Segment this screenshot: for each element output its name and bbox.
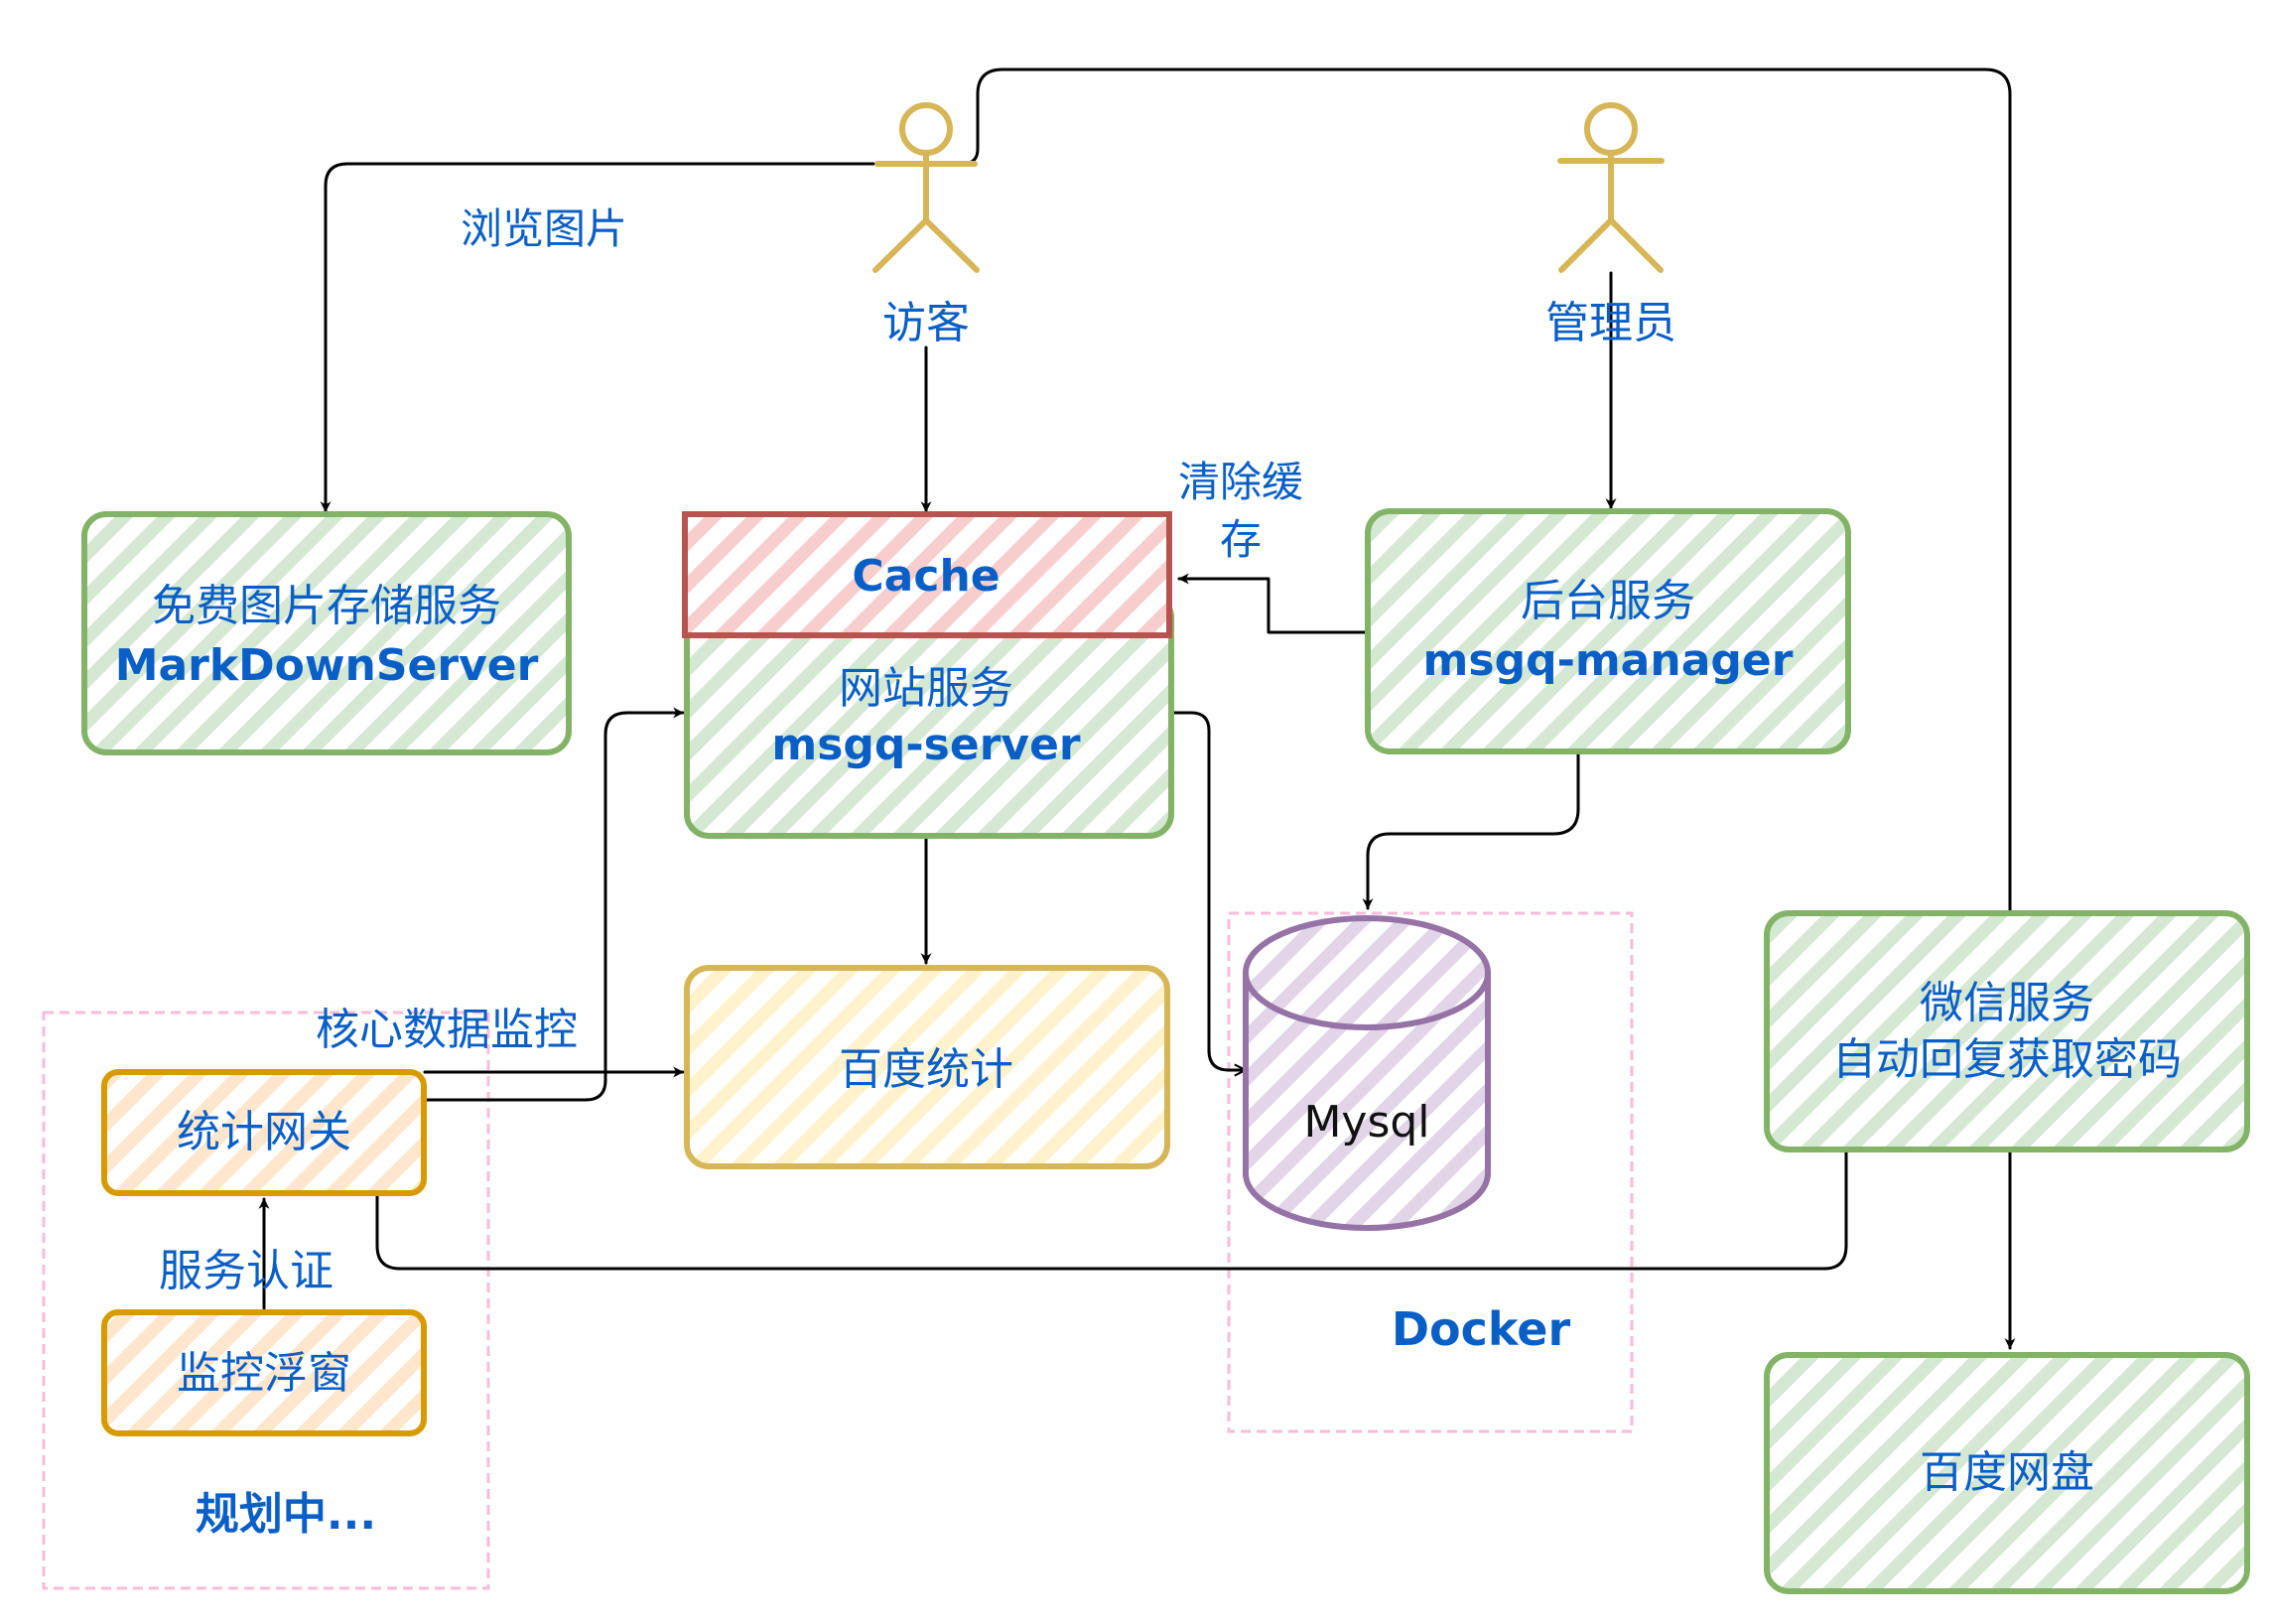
edge-gateway-server	[423, 707, 685, 1102]
node-wechat-service-subtitle: 自动回复获取密码	[1832, 1034, 2182, 1085]
node-monitor-widget: 监控浮窗	[101, 1309, 427, 1436]
node-baidu-stats-label: 百度统计	[839, 1044, 1013, 1095]
node-baidu-pan-label: 百度网盘	[1920, 1447, 2094, 1498]
node-msgq-manager-title: 后台服务	[1521, 576, 1695, 626]
node-baidu-pan: 百度网盘	[1764, 1352, 2250, 1594]
node-markdown-server: 免费图片存储服务 MarkDownServer	[81, 511, 572, 755]
node-markdown-server-title: 免费图片存储服务	[152, 581, 501, 631]
node-cache-label: Cache	[852, 551, 1000, 602]
edge-label-service-auth: 服务认证	[159, 1246, 334, 1296]
node-stats-gateway: 统计网关	[101, 1069, 427, 1196]
node-monitor-widget-label: 监控浮窗	[177, 1348, 351, 1399]
edge-label-browse-images: 浏览图片	[461, 204, 627, 253]
node-msgq-server-title: 网站服务	[839, 663, 1013, 714]
actor-visitor-label: 访客	[882, 298, 970, 348]
node-msgq-manager: 后台服务 msgq-manager	[1365, 508, 1851, 754]
node-wechat-service-title: 微信服务	[1920, 978, 2094, 1028]
edge-visitor-baidu-pan	[961, 68, 2016, 1350]
edge-visitor-markdown	[320, 162, 875, 513]
edge-gateway-wechat	[375, 1135, 1852, 1271]
docker-group: Docker	[1227, 911, 1634, 1433]
node-baidu-stats: 百度统计	[684, 965, 1170, 1169]
actor-admin-label: 管理员	[1545, 298, 1676, 348]
node-msgq-manager-name: msgq-manager	[1423, 635, 1794, 686]
docker-group-label: Docker	[1392, 1302, 1571, 1356]
edge-manager-mysql	[1362, 752, 1580, 910]
node-markdown-server-name: MarkDownServer	[115, 640, 539, 691]
node-cache: Cache	[682, 511, 1172, 638]
node-mysql: Mysql	[1243, 915, 1491, 1231]
node-wechat-service: 微信服务 自动回复获取密码	[1764, 910, 2250, 1152]
actor-visitor	[872, 102, 980, 273]
node-msgq-server: 网站服务 msgq-server	[684, 593, 1174, 839]
edge-label-clear-cache-line2: 存	[1220, 515, 1262, 564]
edge-label-core-monitor: 核心数据监控	[316, 1005, 578, 1055]
node-stats-gateway-label: 统计网关	[177, 1107, 351, 1157]
edge-label-clear-cache-line1: 清除缓	[1178, 458, 1303, 506]
planning-group-label: 规划中...	[196, 1489, 376, 1540]
node-mysql-label: Mysql	[1303, 1097, 1429, 1148]
edge-server-mysql	[1169, 711, 1248, 1070]
actor-admin	[1557, 102, 1665, 273]
node-msgq-server-name: msgq-server	[771, 720, 1081, 770]
planning-group: 规划中...	[42, 1011, 490, 1590]
edge-manager-cache	[1177, 573, 1370, 634]
